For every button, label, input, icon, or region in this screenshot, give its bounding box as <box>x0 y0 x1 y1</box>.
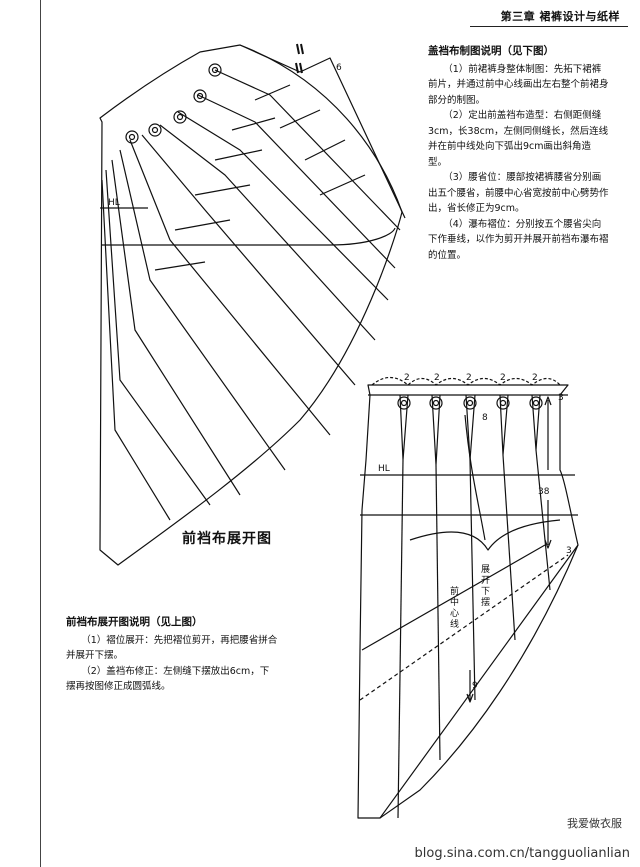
arrow-down-icon <box>544 539 552 549</box>
nine-label: 9 <box>472 681 478 691</box>
gaidang-note-4: （4）瀑布褶位：分别按五个腰省尖向下作垂线，以作为剪开并展开前裆布瀑布褶的位置。 <box>428 218 609 261</box>
svg-text:线: 线 <box>450 618 459 630</box>
arrow-up-icon <box>544 396 552 406</box>
fan-pattern-figure <box>99 43 406 566</box>
eyelet-icon <box>193 89 207 103</box>
eyelet-icon <box>125 130 139 144</box>
scalloped-waist <box>371 376 561 386</box>
expanded-caption: 前裆布展开图 <box>182 531 272 547</box>
svg-text:心: 心 <box>450 608 459 619</box>
slant-hem-guide <box>361 544 546 651</box>
eyelet-icon <box>529 396 543 410</box>
svg-text:中: 中 <box>450 596 459 608</box>
fan-panel-line <box>119 149 286 471</box>
header-rule <box>470 26 628 27</box>
svg-text:下: 下 <box>481 587 490 597</box>
fan-panel-line <box>197 94 396 269</box>
page-margin-line <box>40 0 41 867</box>
slant-hem-guide-2 <box>359 554 569 701</box>
svg-text:开: 开 <box>481 575 490 586</box>
eyelet-icon <box>148 123 162 137</box>
three-side-label: 3 <box>566 546 572 556</box>
expanded-note-1: （1）褶位展开：先把褶位剪开，再把腰省拼合并展开下摆。 <box>66 634 278 662</box>
fan-panel-tick <box>254 84 291 101</box>
watermark-url: blog.sina.com.cn/tangguolianlian <box>414 846 630 861</box>
eyelet-icon <box>463 396 477 410</box>
fan-panel-line <box>159 124 376 341</box>
svg-text:摆: 摆 <box>481 596 490 608</box>
fan-outer-outline <box>99 44 403 566</box>
gaidang-notes: 盖裆布制图说明（见下图） （1）前裙裤身整体制图：先拓下裙裤前片，并通过前中心线… <box>428 44 610 263</box>
two-label: 2 <box>404 373 410 383</box>
expanded-note-2: （2）盖裆布修正：左侧缝下摆放出6cm，下摆再按图修正成圆弧线。 <box>66 665 270 693</box>
pleat-cut-line <box>535 449 551 591</box>
fan-panel-tick <box>174 219 231 231</box>
gaidang-note-2: （2）定出前盖裆布造型：右侧距侧缝3cm，长38cm，左侧同侧缝长，然后连线并在… <box>428 110 609 168</box>
gaidang-note-1: （1）前裙裤身整体制图：先拓下裙裤前片，并通过前中心线画出左右整个前裙身部分的制… <box>428 63 609 106</box>
eyelet-icon <box>397 396 411 410</box>
two-label: 2 <box>466 373 472 383</box>
three-top-label: 3 <box>558 393 564 403</box>
center-front-line <box>464 414 486 541</box>
fan-panel-tick <box>319 174 366 196</box>
fan-panel-line <box>129 139 331 436</box>
fan-panel-line <box>111 159 241 496</box>
dart-line <box>465 394 476 461</box>
fan-panel-tick <box>279 109 321 129</box>
eyelet-icon <box>496 396 510 410</box>
qianzhongxinxian-label: 前 中 心 线 <box>450 585 459 630</box>
gaidang-note-3: （3）腰省位：腰部按裙裤腰省分别画出五个腰省，前腰中心省宽按前中心劈势作出，省长… <box>428 172 609 214</box>
two-label: 2 <box>532 373 538 383</box>
svg-text:前: 前 <box>450 585 459 597</box>
expanded-notes-title: 前裆布展开图说明（见上图） <box>66 616 203 628</box>
watermark-account: 我爱做衣服 <box>567 817 622 830</box>
eyelet-icon <box>429 396 443 410</box>
fan-panel-line <box>239 44 406 219</box>
chapter-header: 第三章 裙裤设计与纸样 <box>500 10 620 23</box>
two-label: 2 <box>434 373 440 383</box>
six-label: 6 <box>336 63 342 73</box>
fan-panel-line <box>101 179 171 521</box>
zhankai-label: 展 开 下 摆 <box>481 564 490 608</box>
fan-panel-tick <box>154 261 206 271</box>
thirtyeight-label: 38 <box>538 487 550 497</box>
pleat-cut-line <box>397 459 404 819</box>
eyelet-icon <box>173 110 187 124</box>
expanded-outer-outline <box>357 384 579 819</box>
gaidang-notes-title: 盖裆布制图说明（见下图） <box>428 45 554 57</box>
hl-label-top: HL <box>108 198 120 208</box>
fan-panel-line <box>177 111 389 301</box>
gore-boundary <box>409 519 561 551</box>
pleat-cut-line <box>435 464 441 761</box>
fan-panel-line <box>214 69 401 231</box>
fan-panel-tick <box>231 117 276 131</box>
dart-line <box>399 394 409 461</box>
expanded-notes: 前裆布展开图说明（见上图） （1）褶位展开：先把褶位剪开，再把腰省拼合并展开下摆… <box>66 615 278 695</box>
pleat-cut-line <box>469 459 476 701</box>
two-label: 2 <box>500 373 506 383</box>
expanded-panel-figure <box>357 376 579 819</box>
hl-label-bottom: HL <box>378 464 390 474</box>
diagonal-cut <box>379 544 579 819</box>
eight-label: 8 <box>482 413 488 423</box>
fan-inner-hem <box>102 227 396 246</box>
svg-text:展: 展 <box>481 564 490 575</box>
fan-panel-line <box>141 134 356 386</box>
pleat-cut-line <box>502 454 516 641</box>
fan-panel-tick <box>214 149 263 161</box>
eyelet-icon <box>208 63 222 77</box>
fan-panel-tick <box>194 184 251 196</box>
fan-panel-tick <box>304 139 346 161</box>
fan-notch-mark <box>295 43 304 74</box>
arrow-down-icon <box>466 693 474 703</box>
fan-panel-line <box>105 169 211 506</box>
